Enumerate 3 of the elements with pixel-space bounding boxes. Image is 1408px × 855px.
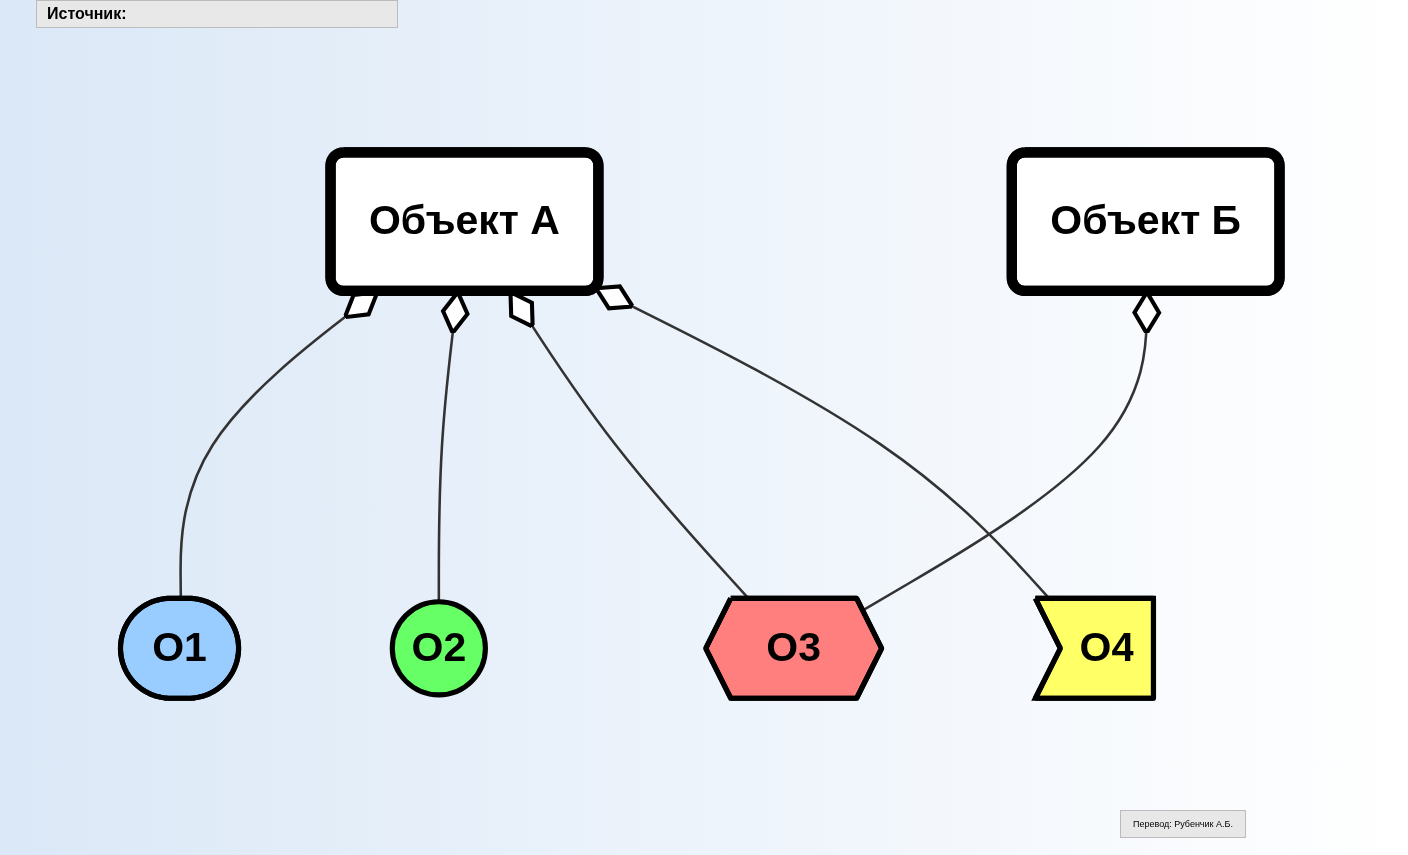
node-circle: O2 bbox=[389, 598, 488, 697]
translator-note: Перевод: Рубенчик А.Б. bbox=[1120, 810, 1246, 838]
source-note: Источник: bbox=[36, 0, 398, 28]
